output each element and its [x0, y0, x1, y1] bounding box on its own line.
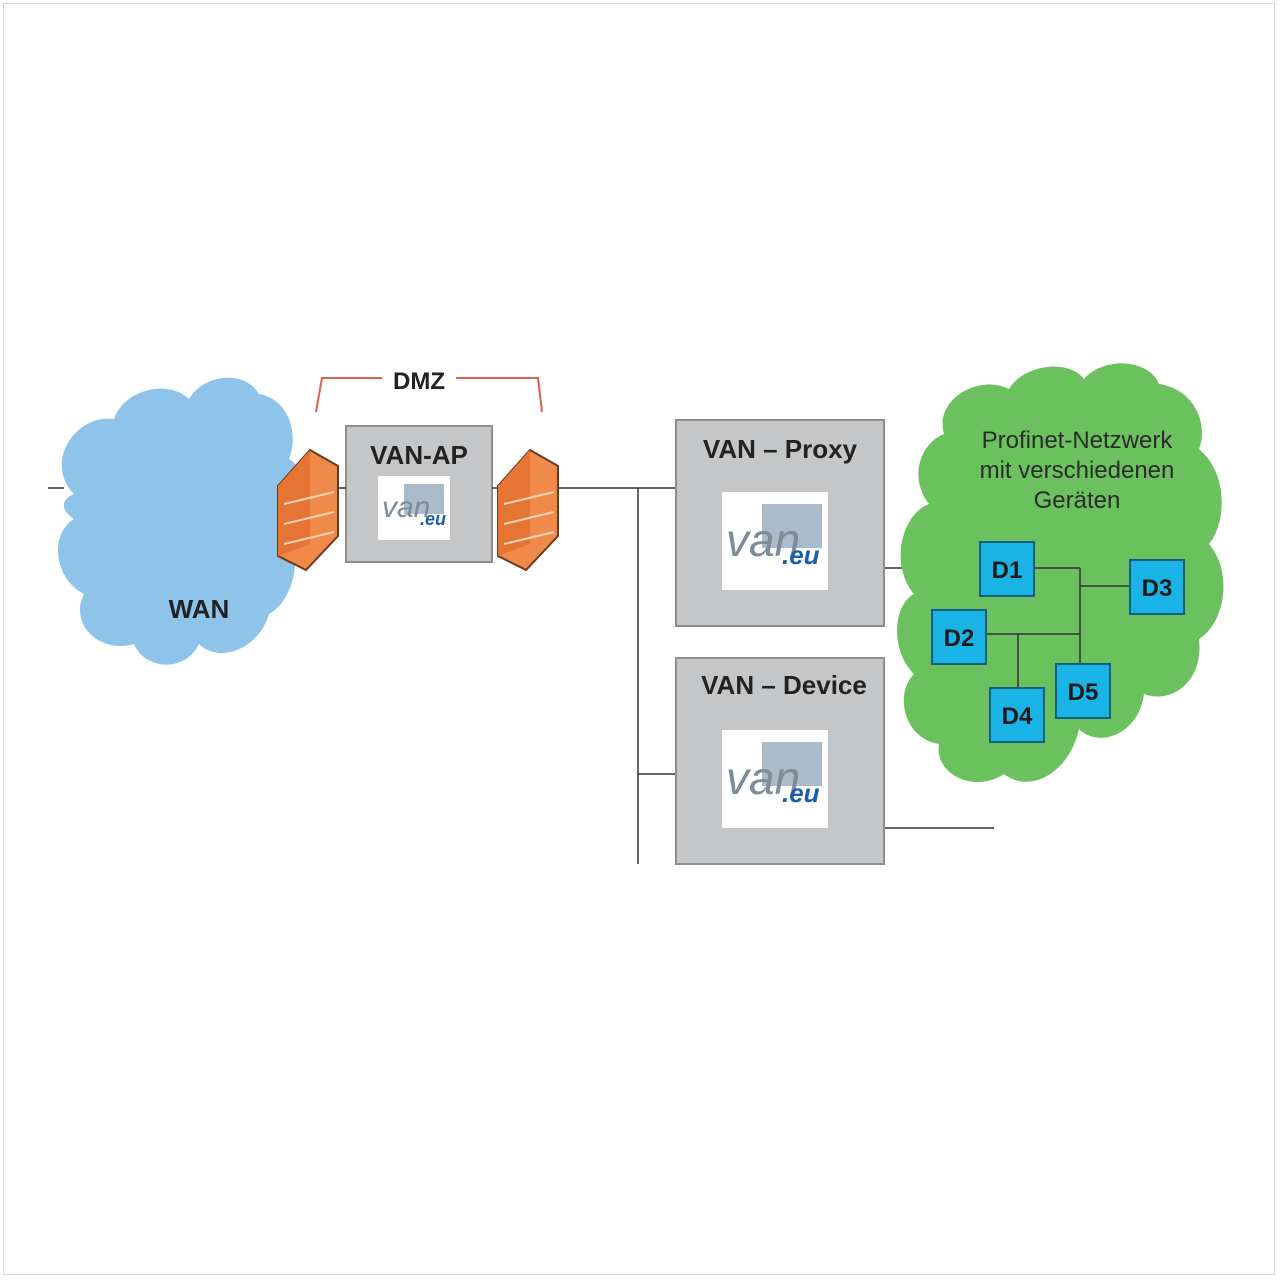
profinet-label-line-1: Profinet-Netzwerk [982, 427, 1174, 454]
device-d2-label: D2 [944, 625, 975, 652]
van-eu-logo: van .eu [722, 730, 828, 828]
dmz-label: DMZ [393, 368, 445, 395]
van-eu-logo: van .eu [722, 492, 828, 590]
network-diagram: WAN DMZ VAN-AP van .eu [48, 363, 1224, 865]
device-d4: D4 [989, 687, 1045, 743]
device-d4-label: D4 [1002, 703, 1033, 730]
profinet-cloud: Profinet-Netzwerk mit verschiedenen Gerä… [897, 363, 1224, 783]
device-d3-label: D3 [1142, 575, 1173, 602]
device-d3: D3 [1129, 559, 1185, 615]
profinet-label-line-3: Geräten [1034, 487, 1121, 514]
device-d5-label: D5 [1068, 679, 1099, 706]
van-proxy-label: VAN – Proxy [703, 434, 858, 464]
logo-text-tld: .eu [782, 540, 820, 570]
logo-text-main: van [726, 752, 800, 804]
profinet-label-line-2: mit verschiedenen [980, 457, 1175, 484]
device-lines [986, 567, 1130, 688]
device-d1-label: D1 [992, 557, 1023, 584]
firewall-left-icon [277, 448, 339, 572]
logo-text-main: van [382, 491, 430, 524]
logo-text-tld: .eu [782, 778, 820, 808]
van-eu-logo: van .eu [378, 476, 450, 540]
van-proxy-box: VAN – Proxy van .eu [675, 419, 885, 627]
van-device-label: VAN – Device [701, 670, 867, 700]
wan-cloud: WAN [57, 377, 305, 665]
van-ap-label: VAN-AP [370, 440, 468, 470]
device-d5: D5 [1055, 663, 1111, 719]
logo-text-tld: .eu [420, 509, 446, 529]
diagram-frame: WAN DMZ VAN-AP van .eu [3, 3, 1275, 1275]
dmz-bracket: DMZ [315, 368, 543, 413]
device-d1: D1 [979, 541, 1035, 597]
firewall-right-icon [497, 448, 559, 572]
wan-label: WAN [169, 594, 230, 624]
logo-text-main: van [726, 514, 800, 566]
van-ap-box: VAN-AP van .eu [345, 425, 493, 563]
device-d2: D2 [931, 609, 987, 665]
van-device-box: VAN – Device van .eu [675, 657, 885, 865]
